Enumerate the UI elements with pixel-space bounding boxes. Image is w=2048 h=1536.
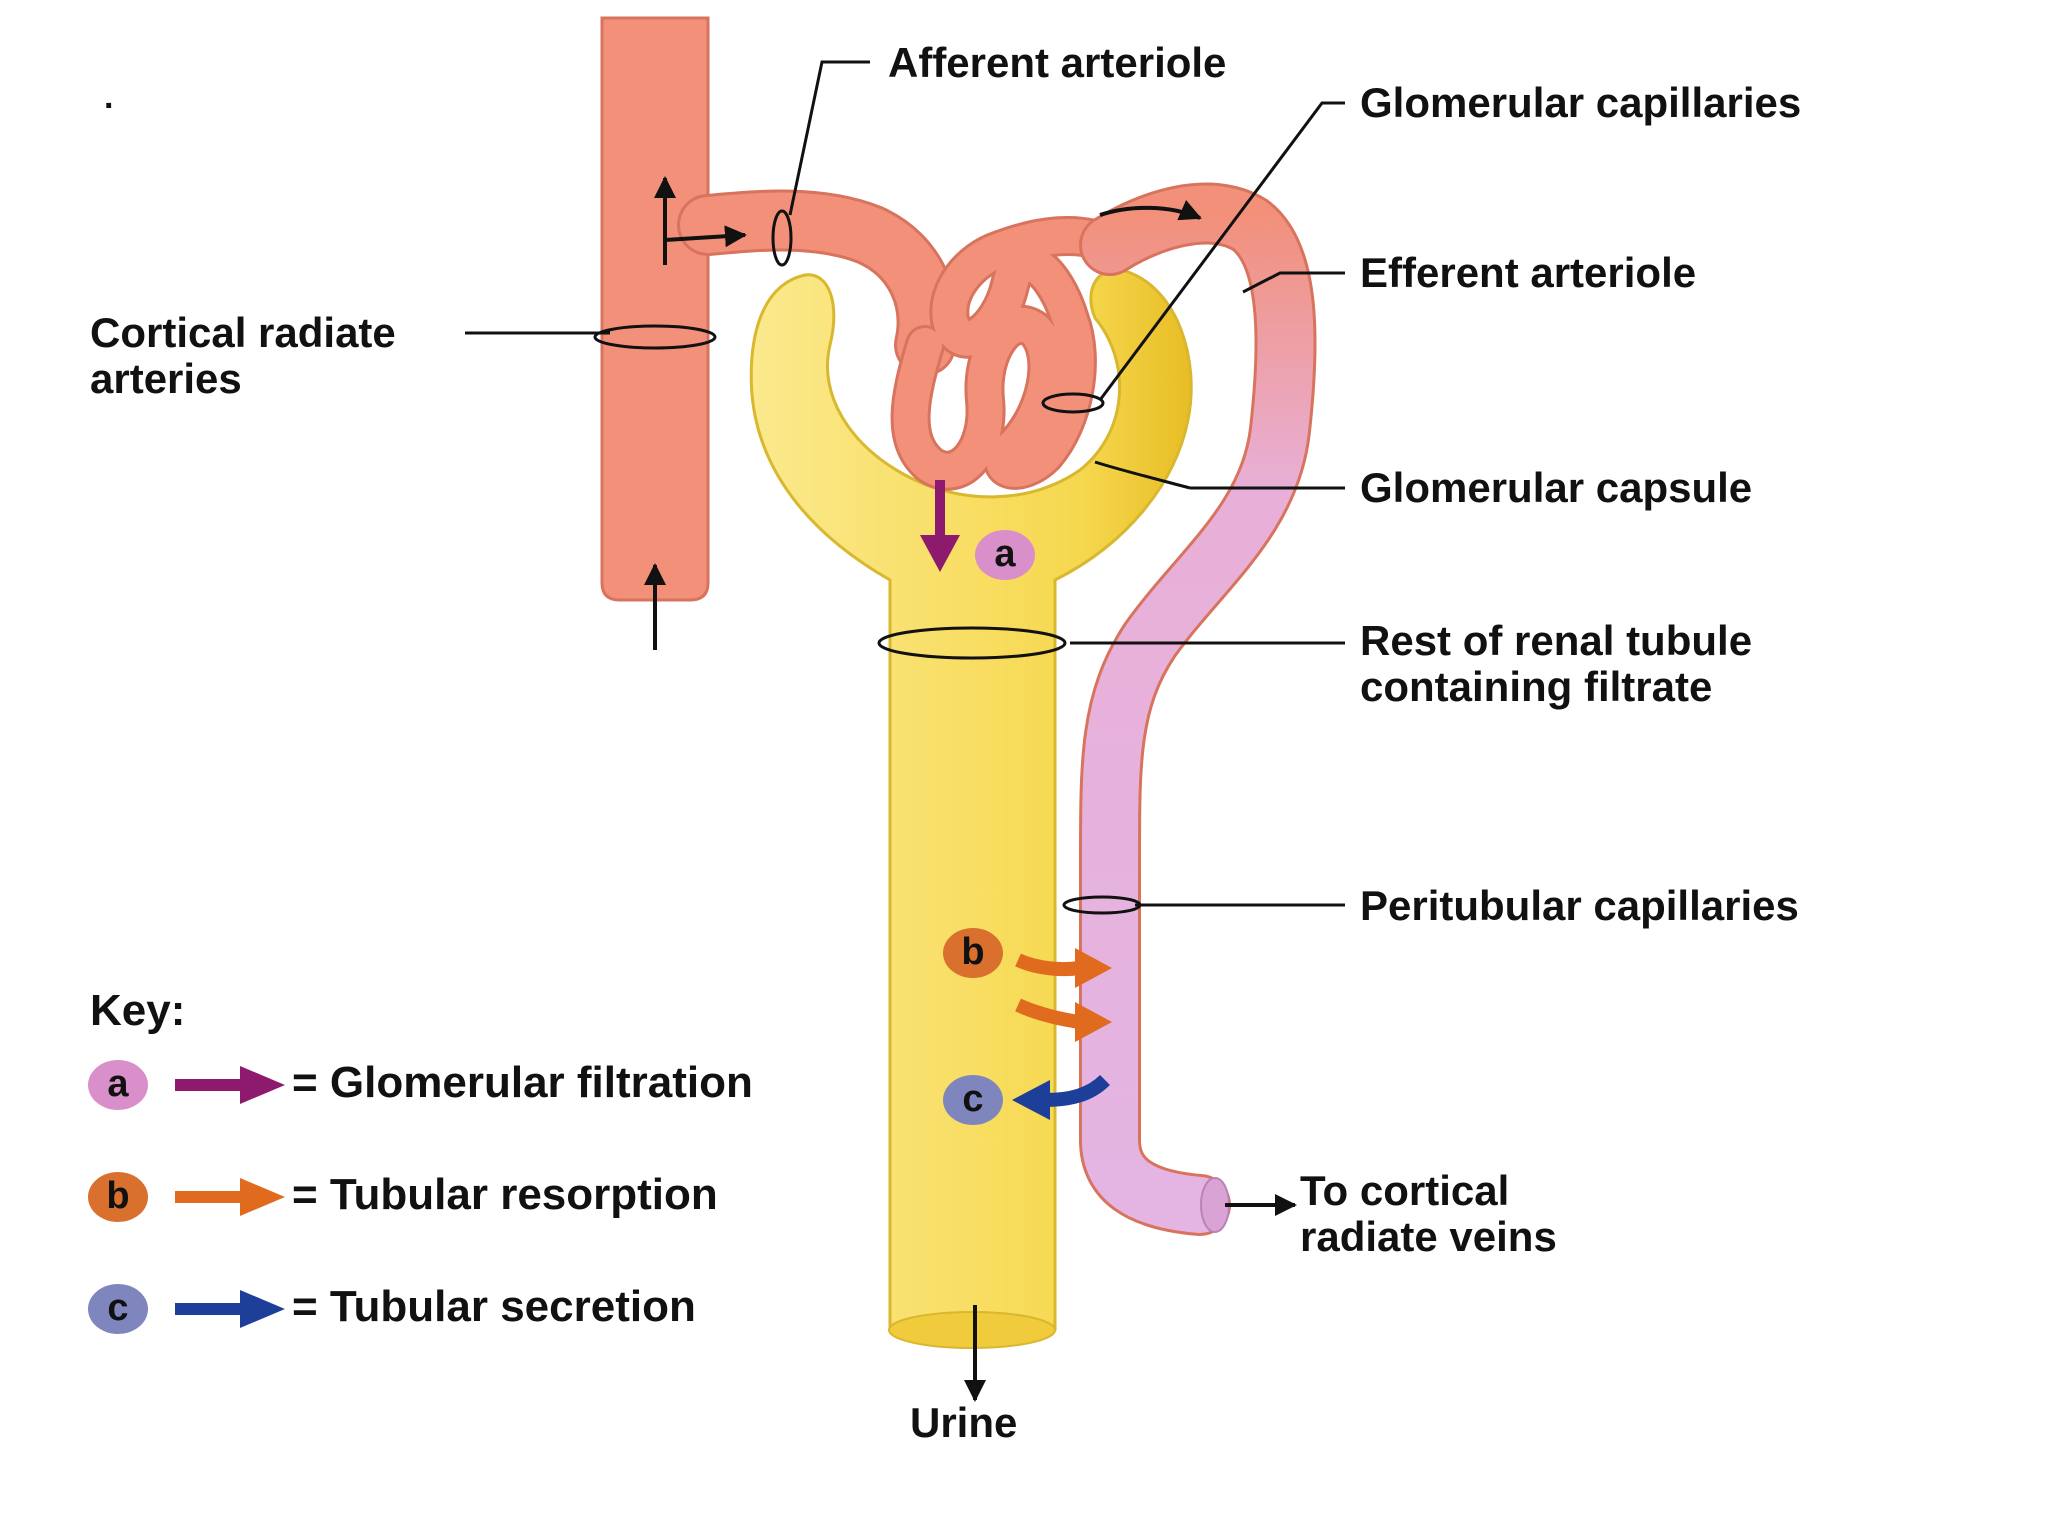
key-badge-c: c — [88, 1284, 148, 1334]
key-label-secretion: = Tubular secretion — [292, 1282, 696, 1331]
blood-flow-arrows — [644, 176, 1297, 1402]
key-arrow-c — [175, 1290, 285, 1328]
cortical-radiate-artery — [600, 16, 710, 602]
secretion-arrow — [1012, 1074, 1110, 1120]
glomerular-capsule — [749, 268, 1193, 1347]
label-urine: Urine — [910, 1399, 1018, 1446]
tubule-end — [888, 1311, 1056, 1349]
filtration-arrow — [920, 480, 960, 572]
label-glomerular-capillaries: Glomerular capillaries — [1360, 79, 1802, 126]
badge-b-diagram: b — [943, 928, 1003, 978]
label-peritubular-capillaries: Peritubular capillaries — [1360, 882, 1799, 929]
key-label-resorption: = Tubular resorption — [292, 1170, 718, 1219]
key-title: Key: — [90, 986, 186, 1035]
label-afferent-arteriole: Afferent arteriole — [888, 39, 1227, 86]
label-efferent-arteriole: Efferent arteriole — [1360, 249, 1697, 296]
label-rest-of-renal-tubule-1: Rest of renal tubule — [1360, 617, 1753, 664]
peritubular-capillaries — [1082, 185, 1314, 1233]
key-arrow-b — [175, 1178, 285, 1216]
stray-dot: . — [104, 78, 114, 116]
key-label-filtration: = Glomerular filtration — [292, 1058, 753, 1107]
peritubular-end — [1200, 1177, 1230, 1233]
key-arrow-a — [175, 1066, 285, 1104]
resorption-arrow-2 — [1015, 998, 1112, 1042]
label-cortical-radiate-arteries-1: Cortical radiate — [90, 309, 396, 356]
badge-a-diagram: a — [975, 530, 1035, 580]
label-rest-of-renal-tubule-2: containing filtrate — [1360, 663, 1713, 710]
label-to-cortical-veins-2: radiate veins — [1300, 1213, 1557, 1260]
resorption-arrow-1 — [1015, 948, 1112, 988]
label-to-cortical-veins-1: To cortical — [1300, 1167, 1510, 1214]
afferent-arteriole-fill — [680, 192, 956, 373]
key-badge-b: b — [88, 1172, 148, 1222]
badge-c-diagram: c — [943, 1075, 1003, 1125]
label-glomerular-capsule: Glomerular capsule — [1360, 464, 1753, 511]
key-badge-a: a — [88, 1060, 148, 1110]
glomerular-capillaries-fill — [893, 219, 1127, 488]
leader-lines — [465, 60, 1345, 915]
label-cortical-radiate-arteries-2: arteries — [90, 355, 242, 402]
